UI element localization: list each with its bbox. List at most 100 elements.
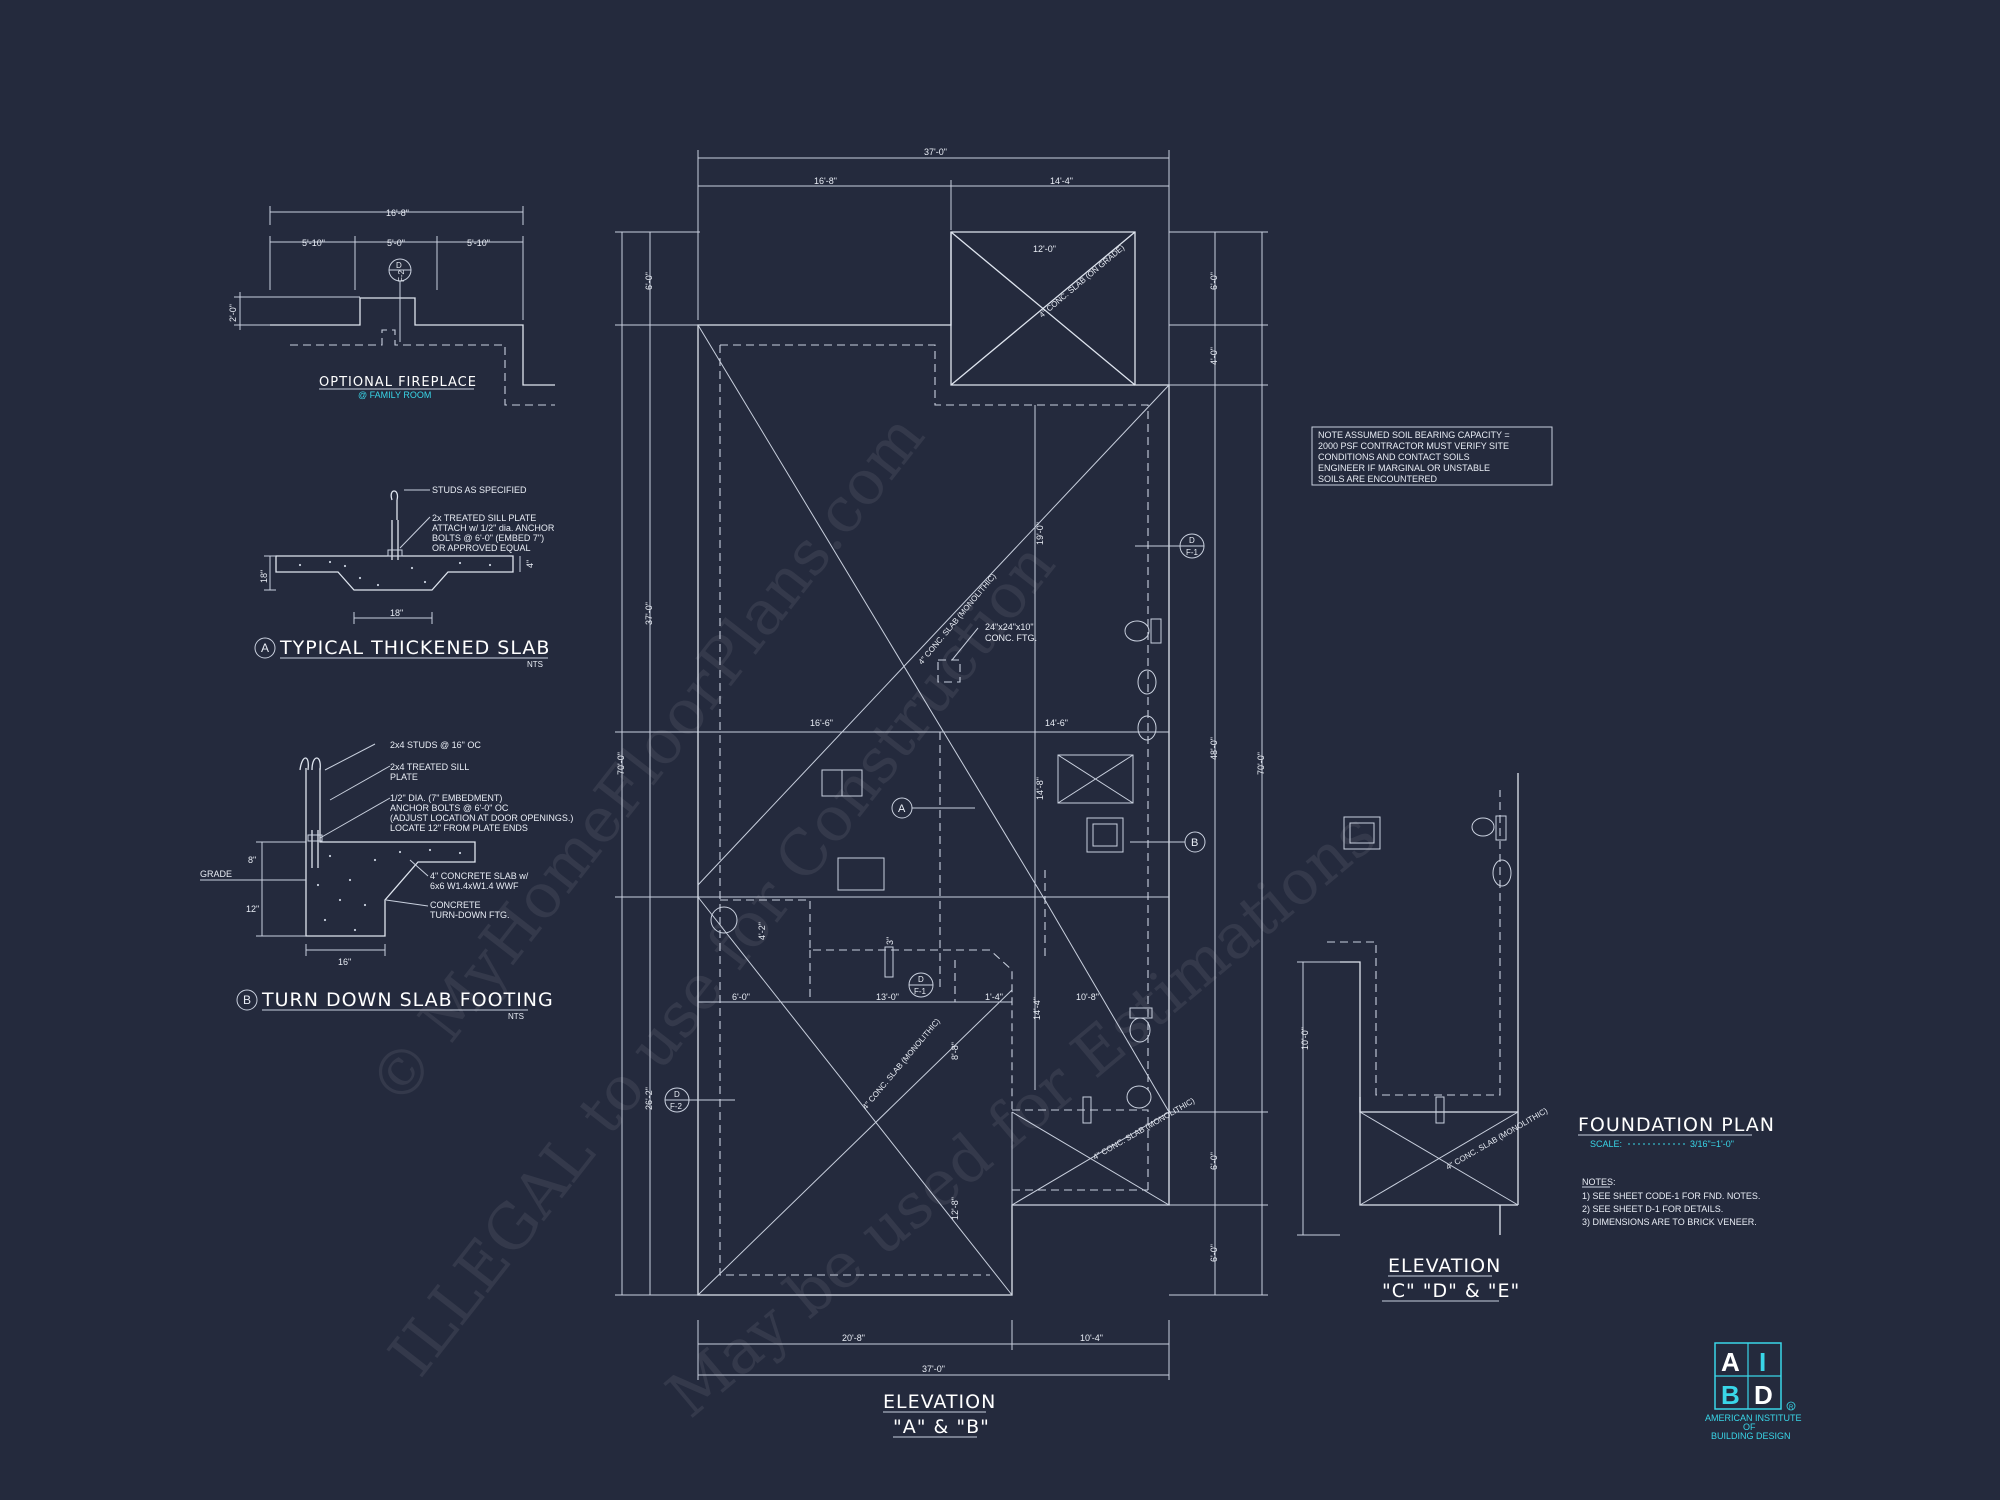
plan-inner-19: 19'-0"	[1035, 522, 1045, 545]
plan-tag-d1-top: D	[1189, 536, 1195, 545]
aibd-logo: A I B D R AMERICAN INSTITUTE OF BUILDING…	[1705, 1342, 1802, 1441]
foundation-scale-label: SCALE:	[1590, 1139, 1622, 1149]
plan-right-1: 6'-0"	[1209, 272, 1219, 290]
plan-bottom-right: 10'-4"	[1080, 1333, 1103, 1343]
foundation-plan-drawing: 37'-0" 16'-8" 14'-4" 6'-0" 37'-0" 26'-2"…	[615, 147, 1268, 1438]
plan-right-total: 70'-0"	[1256, 752, 1266, 775]
detail-b-marker: B	[243, 993, 251, 1007]
plan-ftg-note-line-1: 24"x24"x10"	[985, 622, 1034, 632]
soil-note-line-5: SOILS ARE ENCOUNTERED	[1318, 474, 1438, 484]
plan-inner-10-8: 10'-8"	[1076, 992, 1099, 1002]
plan-inner-4-2: 4'-2"	[757, 922, 767, 940]
detail-b-note-5-line-2: TURN-DOWN FTG.	[430, 910, 509, 920]
detail-b-note-3-line-4: LOCATE 12" FROM PLATE ENDS	[390, 823, 528, 833]
plan-left-mid: 37'-0"	[644, 602, 654, 625]
detail-a-note-2-line-2: ATTACH w/ 1/2" dia. ANCHOR	[432, 523, 555, 533]
detail-a-note-2-line-1: 2x TREATED SILL PLATE	[432, 513, 536, 523]
plan-tag-b: B	[1191, 837, 1198, 849]
thickened-slab-detail: STUDS AS SPECIFIED 2x TREATED SILL PLATE…	[254, 485, 555, 669]
logo-line-3: BUILDING DESIGN	[1711, 1431, 1791, 1441]
detail-a-dim-width: 18"	[390, 608, 403, 618]
detail-a-nts: NTS	[527, 660, 543, 669]
foundation-plan-title: FOUNDATION PLAN	[1578, 1114, 1775, 1136]
soil-note-line-1: NOTE ASSUMED SOIL BEARING CAPACITY =	[1318, 430, 1510, 440]
foundation-scale-value: 3/16"=1'-0"	[1690, 1139, 1734, 1149]
detail-b-dim-16: 16"	[338, 957, 351, 967]
logo-letter-a: A	[1721, 1347, 1740, 1377]
plan-inner-12-8: 12'-8"	[950, 1197, 960, 1220]
plan-inner-3: 3"	[885, 937, 895, 945]
fireplace-title: OPTIONAL FIREPLACE	[319, 375, 477, 390]
plan-right-4: 6'-0"	[1209, 1152, 1219, 1170]
plan-inner-13-0: 13'-0"	[876, 992, 899, 1002]
plan-bottom-left: 20'-8"	[842, 1333, 865, 1343]
detail-b-note-3-line-1: 1/2" DIA. (7" EMBEDMENT)	[390, 793, 502, 803]
detail-a-note-studs: STUDS AS SPECIFIED	[432, 485, 527, 495]
elevation-ab-title: ELEVATION	[883, 1391, 996, 1413]
fireplace-dim-mid: 5'-0"	[387, 238, 405, 248]
logo-letter-d: D	[1754, 1380, 1773, 1410]
elevation-cde-dim: 10'-0"	[1300, 1027, 1310, 1050]
foundation-note-1: 1) SEE SHEET CODE-1 FOR FND. NOTES.	[1582, 1191, 1760, 1201]
plan-tag-d2-top: D	[918, 975, 924, 984]
plan-inner-14-6: 14'-6"	[1045, 718, 1068, 728]
detail-a-note-2-line-3: BOLTS @ 6'-0" (EMBED 7")	[432, 533, 544, 543]
plan-right-5: 6'-0"	[1209, 1244, 1219, 1262]
plan-top-left: 16'-8"	[814, 176, 837, 186]
plan-tag-d2-bottom: F-1	[914, 987, 927, 996]
soil-note: NOTE ASSUMED SOIL BEARING CAPACITY = 200…	[1311, 426, 1553, 486]
fireplace-dim-depth: 2'-0"	[228, 304, 238, 322]
plan-inner-1-4: 1'-4"	[985, 992, 1003, 1002]
plan-bottom-total: 37'-0"	[922, 1364, 945, 1374]
watermark: © MyHomeFloorPlans.com ILLEGAL to use fo…	[354, 401, 1389, 1432]
detail-b-note-5-line-1: CONCRETE	[430, 900, 481, 910]
foundation-notes-title: NOTES:	[1582, 1177, 1616, 1187]
soil-note-line-2: 2000 PSF CONTRACTOR MUST VERIFY SITE	[1318, 441, 1509, 451]
soil-note-line-4: ENGINEER IF MARGINAL OR UNSTABLE	[1318, 463, 1490, 473]
elevation-ab-subtitle: "A" & "B"	[893, 1416, 990, 1438]
detail-b-note-2-line-1: 2x4 TREATED SILL	[390, 762, 469, 772]
foundation-note-2: 2) SEE SHEET D-1 FOR DETAILS.	[1582, 1204, 1723, 1214]
fireplace-dim-total: 16'-8"	[386, 208, 409, 218]
plan-top-total: 37'-0"	[924, 147, 947, 157]
logo-registered: R	[1789, 1405, 1794, 1411]
foundation-note-3: 3) DIMENSIONS ARE TO BRICK VENEER.	[1582, 1217, 1757, 1227]
detail-b-dim-12: 12"	[246, 904, 259, 914]
fireplace-dim-right: 5'-10"	[467, 238, 490, 248]
plan-inner-16-6: 16'-6"	[810, 718, 833, 728]
detail-b-note-3-line-3: (ADJUST LOCATION AT DOOR OPENINGS.)	[390, 813, 573, 823]
soil-note-line-3: CONDITIONS AND CONTACT SOILS	[1318, 452, 1470, 462]
detail-a-note-2-line-4: OR APPROVED EQUAL	[432, 543, 531, 553]
turn-down-slab-detail: 2x4 STUDS @ 16" OC 2x4 TREATED SILL PLAT…	[200, 740, 573, 1021]
fireplace-dim-left: 5'-10"	[302, 238, 325, 248]
elevation-cde-title: ELEVATION	[1388, 1255, 1501, 1277]
plan-right-2: 4'-0"	[1209, 347, 1219, 365]
detail-a-dim-depth: 18"	[259, 570, 269, 583]
plan-ftg-note-line-2: CONC. FTG.	[985, 633, 1037, 643]
detail-b-title: TURN DOWN SLAB FOOTING	[261, 989, 554, 1011]
fireplace-detail: 16'-8" 5'-10" 5'-0" 5'-10" 2'-0" D F-2 O…	[228, 206, 555, 406]
plan-left-top: 6'-0"	[644, 272, 654, 290]
logo-line-2: OF	[1743, 1422, 1756, 1432]
plan-tag-d1-bottom: F-1	[1186, 548, 1199, 557]
plan-left-total: 70'-0"	[616, 752, 626, 775]
plan-tag-d3-top: D	[674, 1090, 680, 1099]
fireplace-tag-bottom: F-2	[397, 269, 406, 282]
detail-b-dim-8: 8"	[248, 855, 256, 865]
plan-left-bottom: 26'-2"	[644, 1087, 654, 1110]
plan-right-3: 48'-0"	[1209, 737, 1219, 760]
plan-slab-note-porch: 4" CONC. SLAB (ON GRADE)	[1038, 243, 1127, 320]
logo-letter-b: B	[1721, 1380, 1740, 1410]
elevation-cde-slab-note: 4" CONC. SLAB (MONOLITHIC)	[1445, 1106, 1550, 1172]
detail-b-note-studs: 2x4 STUDS @ 16" OC	[390, 740, 481, 750]
plan-tag-d3-bottom: F-2	[670, 1102, 683, 1111]
logo-line-1: AMERICAN INSTITUTE	[1705, 1413, 1802, 1423]
plan-inner-8-8: 8'-8"	[950, 1042, 960, 1060]
detail-b-grade: GRADE	[200, 869, 232, 879]
detail-b-note-4-line-2: 6x6 W1.4xW1.4 WWF	[430, 881, 519, 891]
fireplace-tag-top: D	[396, 261, 402, 270]
elevation-cde-subtitle: "C" "D" & "E"	[1382, 1280, 1520, 1302]
plan-slab-note-garage: 4" CONC. SLAB (MONOLITHIC)	[1092, 1096, 1197, 1162]
plan-inner-14-8: 14'-8"	[1035, 777, 1045, 800]
plan-tag-a: A	[898, 803, 906, 815]
